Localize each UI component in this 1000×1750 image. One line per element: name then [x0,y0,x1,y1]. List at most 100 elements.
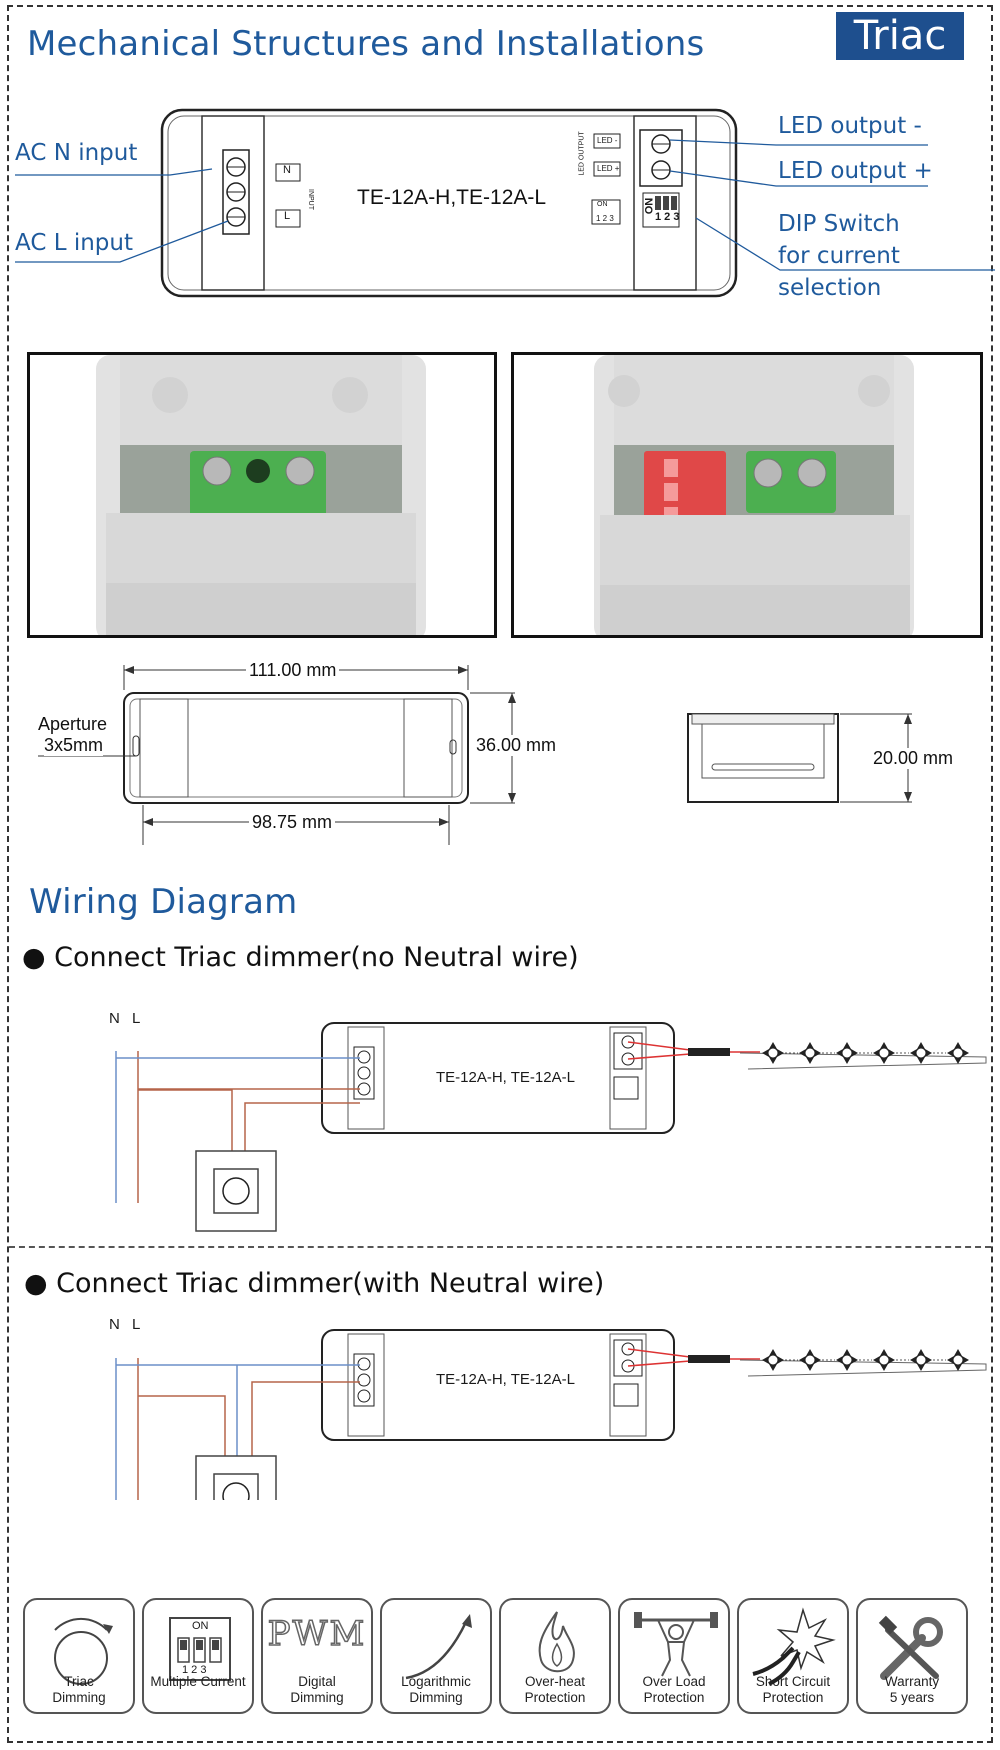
led-wire-red [627,1360,691,1367]
dimmer-in-wire [138,1089,233,1151]
wiring-title: Wiring Diagram [29,882,298,922]
terminal-screw [357,1066,371,1080]
driver-input-cap [347,1333,385,1437]
callout-dip-line1: DIP Switch [778,211,900,237]
wiring2-l: L [132,1316,141,1333]
wiring1-l: L [132,1010,141,1027]
wiring-case2-title: ● Connect Triac dimmer(with Neutral wire… [24,1268,605,1299]
dim-length: 111.00 mm [246,660,340,681]
terminal-n-label: N [283,164,291,176]
led-lens [804,1047,816,1059]
page-title: Mechanical Structures and Installations [27,24,705,64]
led-wire-red [627,1041,691,1051]
dimmer-in-wire [138,1395,226,1457]
wiring2-n: N [109,1316,120,1333]
dimmer-plate [195,1150,277,1232]
feature-multiple-current: ON 1 2 3 Multiple Current [142,1598,254,1714]
led-minus-label: LED - [597,136,618,145]
weightlifter-icon [634,1612,718,1677]
led-cable [688,1048,730,1056]
driver-dip-switch [613,1383,639,1407]
led-lens [915,1047,927,1059]
curve-icon [405,1614,472,1680]
flame-icon [538,1611,575,1673]
aperture-label-2: 3x5mm [44,735,104,756]
wiring1-model: TE-12A-H, TE-12A-L [436,1069,575,1086]
device-top-drawing [15,108,995,298]
dimmer-knob [222,1177,250,1205]
led-wire-red [627,1053,691,1060]
led-cable [688,1355,730,1363]
dip-on-label: ON [597,201,608,208]
led-lens [841,1047,853,1059]
driver-input-cap [347,1026,385,1130]
wiring-case1-text: Connect Triac dimmer(no Neutral wire) [54,942,579,973]
driver-body [321,1329,675,1441]
dip-icon-on: ON [192,1620,209,1632]
driver-body [321,1022,675,1134]
wiring-diagrams [115,1022,987,1500]
dip-switch-icon [169,1617,231,1681]
driver-dip-switch [613,1076,639,1100]
dip-cap-positions: 1 2 3 [655,211,680,223]
led-plus-label: LED + [597,164,620,173]
terminal-screw [357,1357,371,1371]
terminal-screw [357,1389,371,1403]
dip-icon-positions: 1 2 3 [182,1664,207,1676]
terminal-screw [357,1050,371,1064]
wiring-case1-title: ● Connect Triac dimmer(no Neutral wire) [22,942,579,973]
pwm-icon: PWM [267,1613,367,1655]
dimmer-out-wire [244,1102,360,1151]
callout-dip-line2: for current selection [778,243,900,301]
tools-icon [878,1615,943,1680]
led-lens [767,1047,779,1059]
dip-positions-label: 1 2 3 [596,214,614,223]
driver-output-cap [609,1026,647,1130]
model-label-top: TE-12A-H,TE-12A-L [357,186,547,209]
led-lens [952,1354,964,1366]
dimmer-knob [222,1482,250,1500]
terminal-l-label: L [284,210,291,222]
wiring2-model: TE-12A-H, TE-12A-L [436,1371,575,1388]
led-lens [767,1354,779,1366]
aperture-label-1: Aperture [38,714,108,735]
led-lens [915,1354,927,1366]
callout-ac-n: AC N input [15,140,138,166]
terminal-screw [357,1373,371,1387]
triac-badge: Triac [836,12,964,60]
led-strip-edge [739,1052,987,1070]
callout-led-plus: LED output + [778,158,933,184]
wiring-case2-text: Connect Triac dimmer(with Neutral wire) [56,1268,605,1299]
led-lens [878,1047,890,1059]
photo-input-terminal [27,352,497,638]
callout-led-minus: LED output - [778,113,922,139]
led-lens [878,1354,890,1366]
dim-hole-spacing: 98.75 mm [249,812,336,833]
led-strip-edge [739,1359,987,1377]
led-lens [804,1354,816,1366]
dimmer-knob-icon [54,1617,113,1685]
dim-height: 20.00 mm [870,748,957,769]
dim-width: 36.00 mm [473,735,560,756]
wiring1-n: N [109,1010,120,1027]
page-frame [7,5,993,1743]
photo-output-terminal [511,352,983,638]
section-divider [9,1246,991,1248]
callout-ac-l: AC L input [15,230,133,256]
dimmer-out-wire [251,1381,360,1457]
led-lens [952,1047,964,1059]
